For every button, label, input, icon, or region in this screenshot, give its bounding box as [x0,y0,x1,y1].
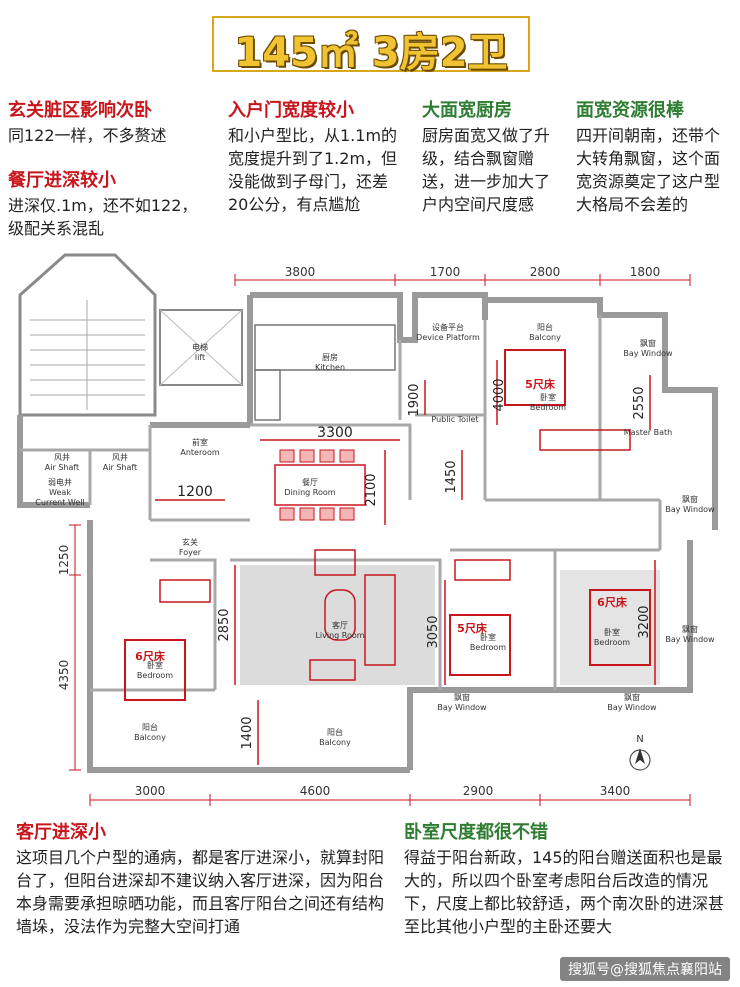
note-dining: 餐厅进深较小 进深仅.1m，还不如122，级配关系混乱 [8,168,208,240]
elevator [159,309,243,386]
note-living: 客厅进深小 这项目几个户型的通病，都是客厅进深小，就算封阳台了，但阳台进深却不建… [16,820,396,938]
note-entry-heading: 玄关脏区影响次卧 [8,100,152,121]
bed-ne [504,349,566,406]
note-frontage: 面宽资源很棒 四开间朝南，还带个大转角飘窗，这个面宽资源奠定了这户型大格局不会差… [576,98,726,216]
dim-bed-s3: 3200 [637,605,652,638]
dim-bed-ne: 4000 [492,378,507,411]
wardrobe-ne [539,429,631,451]
note-door-body: 和小户型比，从1.1m的宽度提升到了1.2m，但没能做到子母门，还差20公分，有… [228,126,398,214]
dim-toilet: 1900 [407,383,422,416]
dim-bottom-4: 3400 [600,784,631,798]
bed-sw [124,639,186,701]
bed-tag-s3: 6尺床 [597,595,628,609]
bed-s2 [449,614,511,676]
room-bath-ne: Master Bath [624,428,672,437]
kitchen-counter [254,324,396,371]
dim-left-2: 4350 [57,660,71,691]
dim-bath-ne: 2550 [632,386,647,419]
dim-top-2: 1700 [430,265,461,279]
dining-table [274,464,366,506]
bed-tag-sw: 6尺床 [135,649,166,663]
note-kitchen-body: 厨房面宽又做了升级，结合飘窗赠送，进一步加大了户内空间尺度感 [422,126,551,214]
note-living-heading: 客厅进深小 [16,822,106,843]
wardrobe-sw [159,579,211,603]
compass-icon: N [629,734,651,771]
room-public-toilet: Public Toilet [431,415,478,424]
dim-bottom-2: 4600 [300,784,331,798]
page-title: 145㎡ 3房2卫 [234,30,508,76]
bed-tag-ne: 5尺床 [525,377,556,391]
note-bedroom: 卧室尺度都很不错 得益于阳台新政，145的阳台赠送面积也是最大的，所以四个卧室考… [404,820,730,938]
note-door-heading: 入户门宽度较小 [228,100,354,121]
note-living-body: 这项目几个户型的通病，都是客厅进深小，就算封阳台了，但阳台进深却不建议纳入客厅进… [16,848,385,936]
dim-kitchen-width: 3300 [317,425,353,441]
dim-balcony-depth: 1400 [240,716,255,749]
note-dining-body: 进深仅.1m，还不如122，级配关系混乱 [8,196,198,238]
note-dining-heading: 餐厅进深较小 [8,170,116,191]
dim-top-3: 2800 [530,265,561,279]
dim-bottom-3: 2900 [463,784,494,798]
compass-label: N [636,734,643,745]
note-bedroom-heading: 卧室尺度都很不错 [404,822,548,843]
dim-bed-s2: 3050 [426,615,441,648]
note-door: 入户门宽度较小 和小户型比，从1.1m的宽度提升到了1.2m，但没能做到子母门，… [228,98,398,216]
dim-top-4: 1800 [630,265,661,279]
note-kitchen: 大面宽厨房 厨房面宽又做了升级，结合飘窗赠送，进一步加大了户内空间尺度感 [422,98,557,216]
dim-toilet-lower: 1450 [444,460,459,493]
note-frontage-heading: 面宽资源很棒 [576,100,684,121]
living-floor [240,565,435,685]
bed-s3 [589,589,651,666]
note-frontage-body: 四开间朝南，还带个大转角飘窗，这个面宽资源奠定了这户型大格局不会差的 [576,126,721,214]
dim-left-1: 1250 [57,545,71,576]
dim-door-width: 1200 [177,484,213,500]
dim-bottom-1: 3000 [135,784,166,798]
title-box: 145㎡ 3房2卫 [212,16,530,76]
note-bedroom-body: 得益于阳台新政，145的阳台赠送面积也是最大的，所以四个卧室考虑阳台后改造的情况… [404,848,725,936]
note-entry: 玄关脏区影响次卧 同122一样，不多赘述 [8,98,223,147]
dim-living-depth: 2850 [217,608,232,641]
floor-plan: 3800 1700 2800 1800 3000 4600 2900 3400 … [17,253,718,806]
living-furniture [309,549,396,681]
bed-tag-s2: 5尺床 [457,621,488,635]
watermark: 搜狐号@搜狐焦点襄阳站 [560,957,730,981]
wardrobe-s2 [454,559,511,581]
note-kitchen-heading: 大面宽厨房 [422,100,512,121]
dim-dining-depth: 2100 [364,473,379,506]
dim-top-1: 3800 [285,265,316,279]
note-entry-body: 同122一样，不多赘述 [8,126,167,145]
